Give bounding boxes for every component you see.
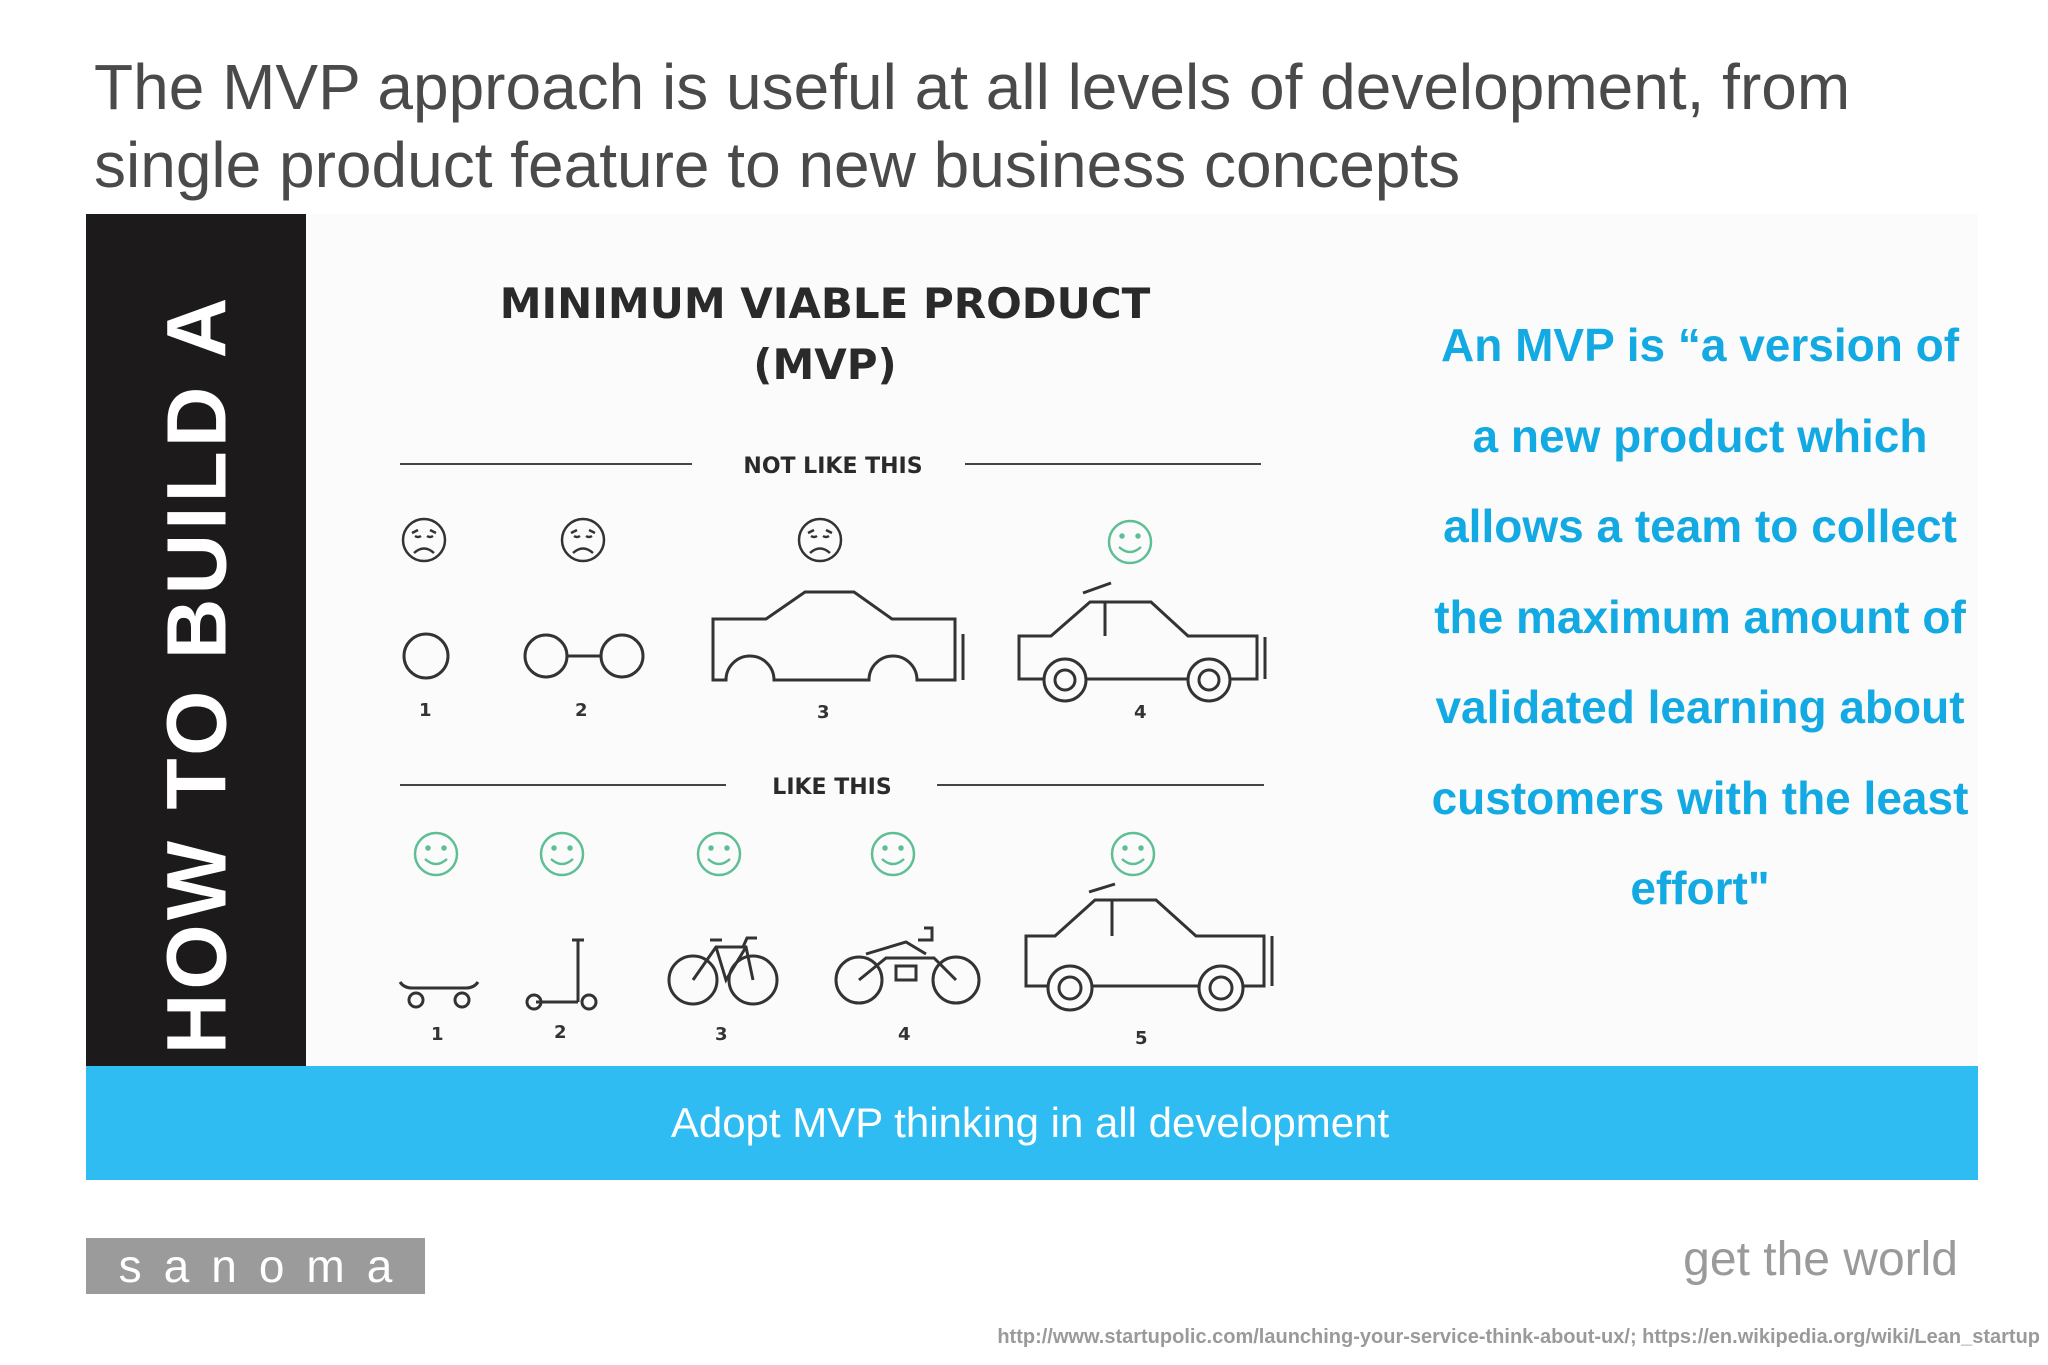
skateboard-icon xyxy=(398,981,480,1009)
smiley-face-icon xyxy=(1110,831,1156,877)
mvp-definition-quote: An MVP is “a version of a new product wh… xyxy=(1431,319,1969,914)
mvp-illustration: MINIMUM VIABLE PRODUCT (MVP) NOT LIKE TH… xyxy=(398,279,1274,1049)
banner-text: Adopt MVP thinking in all development xyxy=(670,1099,1390,1146)
car-icon xyxy=(1017,581,1267,703)
step-number: 3 xyxy=(715,1024,728,1045)
step-number: 4 xyxy=(1134,702,1147,723)
step-number: 1 xyxy=(431,1024,444,1045)
illustration-heading-line2: (MVP) xyxy=(753,340,896,389)
sad-face-icon xyxy=(560,517,606,563)
step-number: 2 xyxy=(575,700,588,721)
smiley-face-icon xyxy=(870,831,916,877)
takeaway-banner: Adopt MVP thinking in all development xyxy=(86,1066,1978,1180)
step-number: 4 xyxy=(898,1024,911,1045)
sad-face-icon xyxy=(401,517,447,563)
motorcycle-icon xyxy=(834,926,981,1005)
car-body-icon xyxy=(711,590,965,682)
axle-icon xyxy=(523,633,645,679)
side-label: HOW TO BUILD A xyxy=(149,293,244,1055)
sidebar-band xyxy=(86,214,306,1066)
illustration-panel xyxy=(86,214,1978,1066)
car-icon xyxy=(1024,882,1274,1012)
smiley-face-icon xyxy=(696,831,742,877)
smiley-face-icon xyxy=(413,831,459,877)
step-number: 5 xyxy=(1135,1028,1148,1049)
sad-face-icon xyxy=(797,517,843,563)
step-number: 2 xyxy=(554,1022,567,1043)
illustration-heading-line1: MINIMUM VIABLE PRODUCT xyxy=(500,279,1151,328)
wheel-icon xyxy=(402,632,450,680)
scooter-icon xyxy=(525,938,598,1011)
source-citation: http://www.startupolic.com/launching-you… xyxy=(997,1326,2040,1348)
smiley-face-icon xyxy=(539,831,585,877)
sanoma-logo: sanoma xyxy=(86,1238,425,1294)
step-number: 1 xyxy=(419,700,432,721)
bicycle-icon xyxy=(667,936,779,1006)
tagline: get the world xyxy=(1683,1233,1958,1286)
step-number: 3 xyxy=(817,702,830,723)
section-label-good: LIKE THIS xyxy=(772,775,891,800)
slide-title: The MVP approach is useful at all levels… xyxy=(94,51,1851,201)
section-label-bad: NOT LIKE THIS xyxy=(743,454,922,479)
smiley-face-icon xyxy=(1107,519,1153,565)
